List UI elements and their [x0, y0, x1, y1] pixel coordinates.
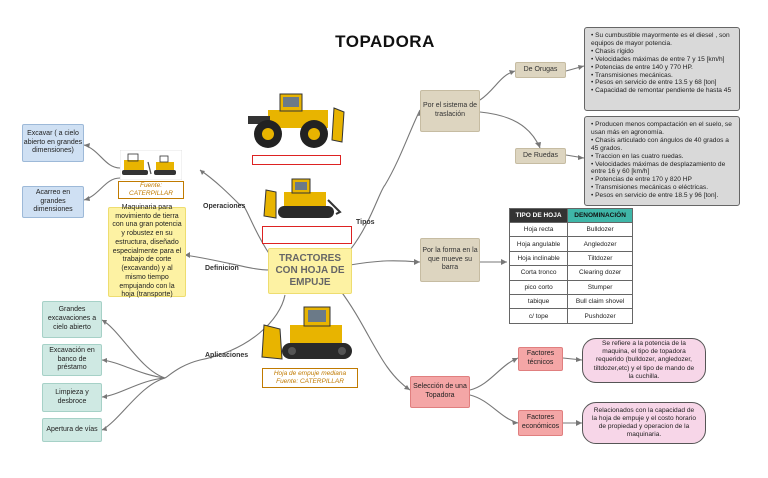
ruedas-item: Pesos en servicio de entre 18.5 y 96 [to… — [591, 192, 733, 200]
excavar-node[interactable]: Excavar ( a cielo abierto en grandes dim… — [22, 124, 84, 162]
table-cell: Bull claim shovel — [567, 293, 633, 310]
center-node[interactable]: TRACTORES CON HOJA DE EMPUJE — [268, 248, 352, 294]
economicos-description: Relacionados con la capacidad de la hoja… — [582, 402, 706, 444]
table-cell: Bulldozer — [567, 221, 633, 238]
aplicacion-node-4[interactable]: Apertura de vías — [42, 418, 102, 442]
table-cell: Hoja recta — [508, 221, 569, 238]
operations-caption: Fuente: CATERPILLAR — [118, 181, 184, 199]
definicion-label: Definicion — [205, 265, 239, 272]
factores-tecnicos-node[interactable]: Factores técnicos — [518, 347, 563, 371]
table-cell: Stumper — [567, 279, 633, 295]
crawler-dozer-image — [263, 178, 342, 219]
orugas-list: Su cumbustible mayormente es el diesel ,… — [591, 32, 733, 95]
factores-economicos-text: Factores económicos — [521, 414, 560, 430]
table-header-tipo: TIPO DE HOJA — [508, 208, 569, 223]
aplicacion-text-1: Grandes excavaciones a cielo abierto — [47, 306, 97, 331]
table-cell: Hoja inclinable — [508, 250, 569, 267]
table-cell: Clearing dozer — [567, 265, 633, 281]
economicos-description-text: Relacionados con la capacidad de la hoja… — [591, 406, 697, 439]
wheel-dozer-caption-box — [252, 155, 341, 165]
forma-barra-text: Por la forma en la que mueve su barra — [422, 246, 478, 272]
ruedas-list: Producen menos compactación en el suelo,… — [591, 121, 733, 200]
table-cell: Pushdozer — [567, 308, 633, 324]
orugas-item: Velocidades máximas de entre 7 y 15 [km/… — [591, 56, 733, 64]
ruedas-item: Velocidades máximas de desplazamiento de… — [591, 161, 733, 177]
table-cell: c/ tope — [508, 308, 569, 324]
table-header-row: TIPO DE HOJA DENOMINACIÓN — [508, 208, 633, 223]
aplicacion-text-4: Apertura de vías — [46, 425, 98, 433]
wheel-dozer-image — [248, 93, 345, 148]
ruedas-item: Traccion en las cuatro ruedas. — [591, 153, 733, 161]
ruedas-details: Producen menos compactación en el suelo,… — [584, 116, 740, 206]
table-cell: Corta tronco — [508, 265, 569, 281]
medium-dozer-caption-line2: Fuente: CATERPILLAR — [276, 377, 344, 385]
orugas-item: Pesos en servicio de entre 13.5 y 68 [to… — [591, 79, 733, 87]
operaciones-label: Operaciones — [203, 203, 246, 210]
orugas-details: Su cumbustible mayormente es el diesel ,… — [584, 27, 740, 111]
center-node-label: TRACTORES CON HOJA DE EMPUJE — [275, 253, 345, 288]
ruedas-text: De Ruedas — [522, 151, 559, 159]
ruedas-item: Producen menos compactación en el suelo,… — [591, 121, 733, 137]
tipos-label: Tipos — [356, 219, 375, 226]
aplicacion-text-3: Limpieza y desbroce — [55, 388, 89, 405]
operations-bulldozer-image — [120, 150, 182, 180]
orugas-node[interactable]: De Orugas — [515, 62, 566, 78]
traslacion-text: Por el sistema de traslación — [422, 102, 478, 118]
definicion-node[interactable]: Maquinaria para movimiento de tierra con… — [108, 203, 186, 299]
orugas-item: Su cumbustible mayormente es el diesel ,… — [591, 32, 733, 48]
tecnicos-description-text: Se refiere a la potencia de la maquina, … — [593, 339, 695, 380]
orugas-item: Chasis rígido — [591, 48, 733, 56]
orugas-item: Capacidad de remontar pendiente de hasta… — [591, 87, 733, 95]
table-cell: Tiltdozer — [567, 250, 633, 267]
seleccion-text: Selección de una Topadora — [413, 383, 467, 399]
aplicacion-node-3[interactable]: Limpieza y desbroce — [42, 383, 102, 412]
medium-dozer-caption: Hoja de empuje mediana Fuente: CATERPILL… — [262, 368, 358, 388]
ruedas-item: Chasis articulado con ángulos de 40 grad… — [591, 137, 733, 153]
tecnicos-description: Se refiere a la potencia de la maquina, … — [582, 338, 706, 383]
seleccion-node[interactable]: Selección de una Topadora — [410, 376, 470, 408]
aplicaciones-label: Aplicaciones — [205, 352, 249, 359]
acarreo-node[interactable]: Acarreo en grandes dimensiones — [22, 186, 84, 218]
table-cell: Hoja angulable — [508, 236, 569, 252]
orugas-item: Transmisiones mecánicas. — [591, 72, 733, 80]
table-cell: Angledozer — [567, 236, 633, 252]
ruedas-node[interactable]: De Ruedas — [515, 148, 566, 164]
page-title: TOPADORA — [335, 32, 435, 51]
traslacion-node[interactable]: Por el sistema de traslación — [420, 90, 480, 132]
excavar-text: Excavar ( a cielo abierto en grandes dim… — [23, 129, 83, 155]
orugas-text: De Orugas — [523, 65, 558, 73]
forma-barra-node[interactable]: Por la forma en la que mueve su barra — [420, 238, 480, 282]
crawler-dozer-caption-box — [262, 226, 352, 244]
acarreo-text: Acarreo en grandes dimensiones — [33, 188, 73, 214]
aplicacion-text-2: Excavación en banco de préstamo — [49, 346, 95, 372]
aplicacion-node-1[interactable]: Grandes excavaciones a cielo abierto — [42, 301, 102, 338]
factores-economicos-node[interactable]: Factores económicos — [518, 410, 563, 436]
table-cell: tabique — [508, 293, 569, 310]
orugas-item: Potencias de entre 140 y 770 HP. — [591, 64, 733, 72]
medium-dozer-caption-line1: Hoja de empuje mediana — [273, 370, 347, 377]
medium-dozer-image — [261, 306, 352, 360]
ruedas-item: Potencias de entre 170 y 820 HP — [591, 176, 733, 184]
table-header-denominacion: DENOMINACIÓN — [567, 208, 633, 223]
table-cell: pico corto — [508, 279, 569, 295]
definicion-text: Maquinaria para movimiento de tierra con… — [112, 203, 182, 299]
factores-tecnicos-text: Factores técnicos — [526, 350, 555, 366]
aplicacion-node-2[interactable]: Excavación en banco de préstamo — [42, 344, 102, 376]
ruedas-item: Transmisiones mecánicas o eléctricas. — [591, 184, 733, 192]
